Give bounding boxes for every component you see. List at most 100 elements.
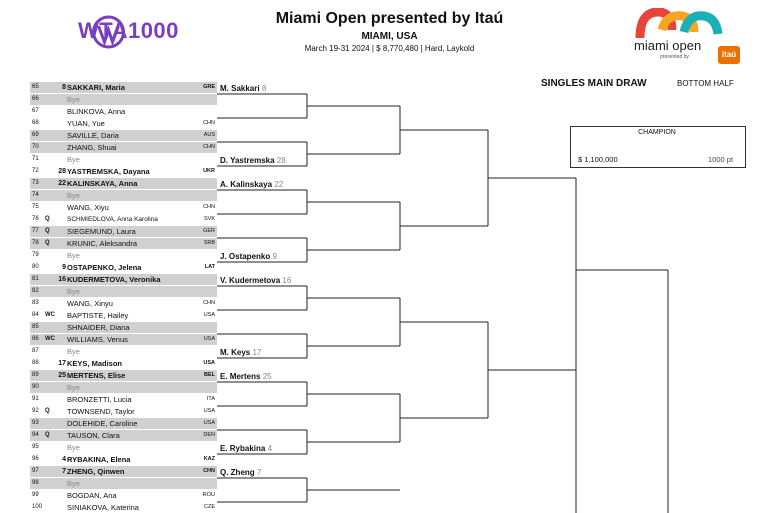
player-nationality: GRE (203, 84, 215, 90)
player-name: WILLIAMS, Venus (67, 335, 128, 344)
sponsor-name: miami open (634, 38, 702, 53)
champion-points: 1000 pt (708, 155, 734, 164)
entry-status: Q (45, 408, 50, 414)
player-name: SAKKARI, Maria (67, 83, 125, 92)
champion-box (570, 126, 746, 168)
player-name: Bye (67, 347, 80, 356)
winner-name: E. Mertens (220, 372, 263, 381)
winner-name: E. Rybakina (220, 444, 268, 453)
player-seed: 28 (58, 168, 66, 175)
tournament-info: March 19-31 2024 | $ 8,770,480 | Hard, L… (304, 44, 475, 53)
round2-winner: D. Yastremska 28 (220, 156, 286, 166)
draw-position: 97 (32, 468, 39, 474)
round2-winner: E. Mertens 25 (220, 372, 272, 382)
draw-title: SINGLES MAIN DRAW (541, 78, 647, 89)
draw-position: 82 (32, 288, 39, 294)
player-seed: 9 (62, 264, 66, 271)
winner-name: Q. Zheng (220, 468, 257, 477)
entry-status: Q (45, 216, 50, 222)
draw-position: 78 (32, 240, 39, 246)
player-nationality: CZE (204, 504, 215, 510)
player-row: 87 Bye (30, 346, 217, 357)
sponsor-sub: presented by (660, 54, 689, 60)
player-name: Bye (67, 479, 80, 488)
draw-position: 87 (32, 348, 39, 354)
player-name: OSTAPENKO, Jelena (67, 263, 142, 272)
player-seed: 25 (58, 372, 66, 379)
player-name: YUAN, Yue (67, 119, 105, 128)
player-nationality: ITA (206, 396, 215, 402)
player-name: TOWNSEND, Taylor (67, 407, 135, 416)
player-name: BAPTISTE, Hailey (67, 311, 129, 320)
draw-position: 83 (32, 300, 39, 306)
round2-winner: M. Sakkari 8 (220, 84, 266, 94)
player-name: ZHENG, Qinwen (67, 467, 125, 476)
draw-position: 71 (32, 156, 39, 162)
wta-logo-icon (92, 15, 125, 49)
player-nationality: CHN (203, 120, 215, 126)
winner-name: D. Yastremska (220, 156, 277, 165)
draw-position: 68 (32, 120, 39, 126)
player-nationality: LAT (204, 264, 215, 270)
winner-seed: 4 (267, 444, 273, 453)
itau-badge: itaú (718, 46, 740, 64)
player-nationality: CHN (203, 468, 215, 474)
player-nationality: CHN (203, 204, 215, 210)
draw-position: 75 (32, 204, 39, 210)
draw-position: 89 (32, 372, 39, 378)
draw-position: 99 (32, 492, 39, 498)
player-name: BRONZETTI, Lucia (67, 395, 132, 404)
player-nationality: KAZ (203, 456, 215, 462)
draw-position: 85 (32, 324, 39, 330)
player-nationality: ROU (202, 492, 215, 498)
player-row: 68 YUAN, Yue CHN (30, 118, 217, 129)
player-name: Bye (67, 95, 80, 104)
draw-position: 84 (32, 312, 39, 318)
draw-position: 72 (32, 168, 39, 174)
draw-position: 92 (32, 408, 39, 414)
player-name: MERTENS, Elise (67, 371, 126, 380)
player-seed: 17 (58, 360, 66, 367)
player-name: SAVILLE, Daria (67, 131, 119, 140)
player-name: SCHMIEDLOVA, Anna Karolina (67, 216, 158, 223)
winner-name: V. Kudermetova (220, 276, 283, 285)
entry-status: Q (45, 240, 50, 246)
draw-position: 90 (32, 384, 39, 390)
winner-seed: 9 (272, 252, 277, 261)
winner-seed: 16 (282, 276, 292, 285)
draw-position: 95 (32, 444, 39, 450)
player-name: TAUSON, Clara (67, 431, 120, 440)
champion-label: CHAMPION (638, 129, 676, 136)
miami-open-logo-icon (635, 8, 723, 39)
draw-position: 67 (32, 108, 39, 114)
champion-prize: $ 1,100,000 (578, 155, 618, 164)
draw-position: 86 (32, 336, 39, 342)
player-seed: 22 (58, 180, 66, 187)
player-name: Bye (67, 251, 80, 260)
player-nationality: USA (203, 420, 215, 426)
player-nationality: SVK (203, 216, 215, 222)
draw-position: 91 (32, 396, 39, 402)
entry-status: Q (45, 432, 50, 438)
player-name: DOLEHIDE, Caroline (67, 419, 138, 428)
draw-position: 88 (32, 360, 39, 366)
player-name: Bye (67, 287, 80, 296)
round2-winner: Q. Zheng 7 (220, 468, 261, 478)
draw-position: 80 (32, 264, 39, 270)
player-seed: 4 (62, 456, 66, 463)
round2-winner: E. Rybakina 4 (220, 444, 272, 454)
winner-name: J. Ostapenko (220, 252, 273, 261)
